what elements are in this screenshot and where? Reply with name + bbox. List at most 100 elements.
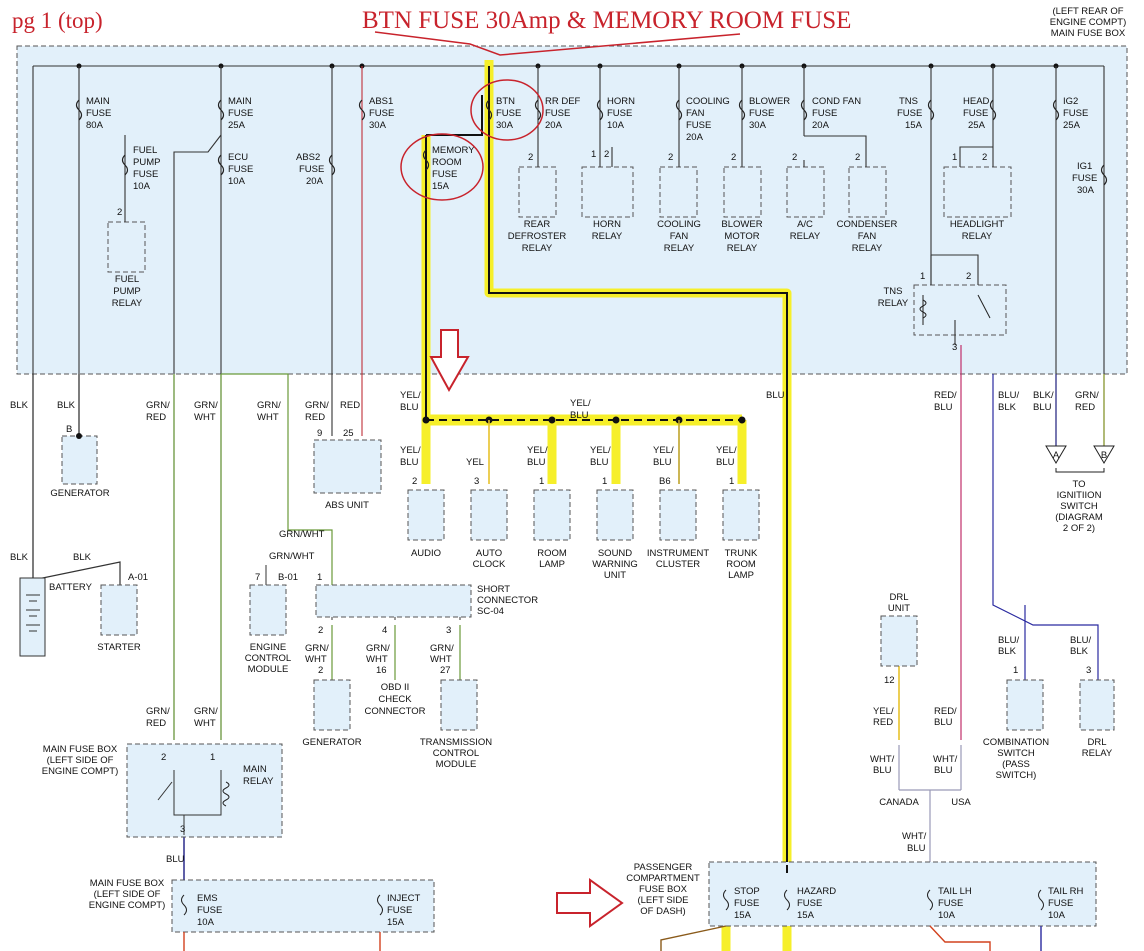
svg-text:RELAY: RELAY [112,298,143,309]
svg-text:COMBINATION: COMBINATION [983,737,1049,748]
svg-text:FUSE: FUSE [228,108,253,119]
annotation-pointer [374,31,741,56]
svg-text:2: 2 [412,476,417,487]
svg-text:9: 9 [317,428,322,439]
svg-text:USA: USA [951,797,971,808]
svg-text:15A: 15A [797,910,815,921]
svg-text:WARNING: WARNING [592,559,638,570]
svg-text:(LEFT SIDE: (LEFT SIDE [637,895,688,906]
svg-text:TNS: TNS [884,286,903,297]
svg-text:1: 1 [539,476,544,487]
svg-text:FUSE: FUSE [545,108,570,119]
svg-text:FUSE: FUSE [387,905,412,916]
svg-text:10A: 10A [228,176,246,187]
starter-label: STARTER [97,642,141,653]
svg-text:15A: 15A [387,917,405,928]
svg-text:RED: RED [340,400,360,411]
svg-text:PUMP: PUMP [113,286,140,297]
svg-text:GRN/: GRN/ [1075,390,1099,401]
svg-text:10A: 10A [1048,910,1066,921]
svg-text:COOLING: COOLING [657,219,701,230]
top-box-label-1: (LEFT REAR OF [1052,6,1123,17]
short-connector-box [315,584,472,618]
svg-text:1: 1 [591,149,596,160]
svg-text:25A: 25A [228,120,246,131]
combination-switch-label: COMBINATION SWITCH (PASS SWITCH) [983,737,1049,781]
svg-text:DEFROSTER: DEFROSTER [508,231,567,242]
svg-text:IG1: IG1 [1077,161,1092,172]
svg-text:AUDIO: AUDIO [411,548,441,559]
svg-text:FUSE: FUSE [812,108,837,119]
svg-text:YEL/: YEL/ [400,390,421,401]
svg-text:BLU: BLU [873,765,892,776]
svg-text:FUSE: FUSE [797,898,822,909]
svg-text:B: B [66,424,72,435]
svg-text:MODULE: MODULE [248,664,289,675]
svg-text:MAIN: MAIN [243,764,267,775]
svg-text:FUEL: FUEL [133,145,157,156]
svg-text:FAN: FAN [858,231,877,242]
ignition-switch-label: TO IGNITIION SWITCH (DIAGRAM 2 OF 2) [1055,479,1103,534]
svg-text:2: 2 [318,665,323,676]
svg-text:BLU: BLU [527,457,546,468]
svg-text:3: 3 [446,625,451,636]
svg-text:25: 25 [343,428,354,439]
svg-text:GRN/: GRN/ [366,643,390,654]
svg-text:FUSE: FUSE [299,164,324,175]
svg-text:A-01: A-01 [128,572,148,583]
svg-text:COMPARTMENT: COMPARTMENT [626,873,700,884]
tns-relay-switch-icon [977,294,991,319]
svg-text:EMS: EMS [197,893,218,904]
svg-text:BLU: BLU [400,402,419,413]
svg-text:(DIAGRAM: (DIAGRAM [1055,512,1103,523]
svg-text:GRN/: GRN/ [146,706,170,717]
starter-box [100,584,138,636]
svg-text:LAMP: LAMP [728,570,754,581]
svg-text:FUSE: FUSE [1048,898,1073,909]
svg-text:REAR: REAR [524,219,551,230]
svg-text:MAIN FUSE BOX: MAIN FUSE BOX [43,744,118,755]
svg-text:CANADA: CANADA [879,797,919,808]
svg-text:CLOCK: CLOCK [473,559,506,570]
svg-text:20A: 20A [812,120,830,131]
svg-text:FUSE: FUSE [734,898,759,909]
svg-text:INSTRUMENT: INSTRUMENT [647,548,709,559]
svg-text:WHT: WHT [366,654,388,665]
svg-text:FUSE: FUSE [432,169,457,180]
svg-text:ABS2: ABS2 [296,152,320,163]
svg-text:80A: 80A [86,120,104,131]
svg-text:15A: 15A [734,910,752,921]
svg-text:RELAY: RELAY [243,776,274,787]
svg-text:CONTROL: CONTROL [433,748,479,759]
main-relay-coil-icon [222,781,230,807]
svg-text:B-01: B-01 [278,572,298,583]
svg-text:BLU/: BLU/ [998,390,1019,401]
main-fuse-box-left-label: MAIN FUSE BOX (LEFT SIDE OF ENGINE COMPT… [42,744,119,777]
svg-text:BLK: BLK [73,552,92,563]
abs-unit-label: ABS UNIT [325,500,369,511]
svg-text:YEL/: YEL/ [653,445,674,456]
svg-text:STOP: STOP [734,886,760,897]
svg-text:2: 2 [792,152,797,163]
svg-text:WHT/: WHT/ [933,754,958,765]
ems-fuse-box [171,879,435,933]
svg-text:RELAY: RELAY [592,231,623,242]
svg-text:HORN: HORN [593,219,621,230]
svg-text:YEL/: YEL/ [400,445,421,456]
svg-text:PUMP: PUMP [133,157,160,168]
svg-text:BLK: BLK [998,646,1017,657]
svg-text:20A: 20A [306,176,324,187]
svg-text:WHT: WHT [257,412,279,423]
svg-text:AUTO: AUTO [476,548,502,559]
svg-text:GRN/: GRN/ [194,706,218,717]
svg-text:YEL/: YEL/ [527,445,548,456]
svg-text:4: 4 [382,625,387,636]
svg-text:RELAY: RELAY [962,231,993,242]
svg-text:BLU/: BLU/ [998,635,1019,646]
svg-text:16: 16 [376,665,387,676]
passenger-box-label: PASSENGER COMPARTMENT FUSE BOX (LEFT SID… [626,862,700,917]
drl-unit-box [880,615,918,667]
svg-text:GRN/: GRN/ [305,400,329,411]
drl-relay-box [1079,679,1115,731]
